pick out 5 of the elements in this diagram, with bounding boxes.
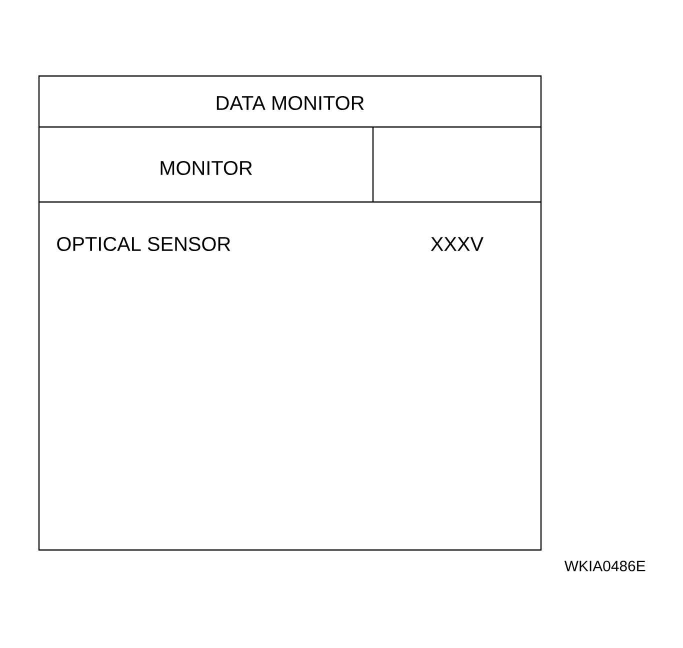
figure-code: WKIA0486E (564, 560, 646, 572)
column-heading: MONITOR (160, 160, 252, 176)
item-value: XXXV (430, 237, 484, 251)
screen-title: DATA MONITOR (216, 96, 364, 110)
item-name: OPTICAL SENSOR (57, 236, 230, 252)
